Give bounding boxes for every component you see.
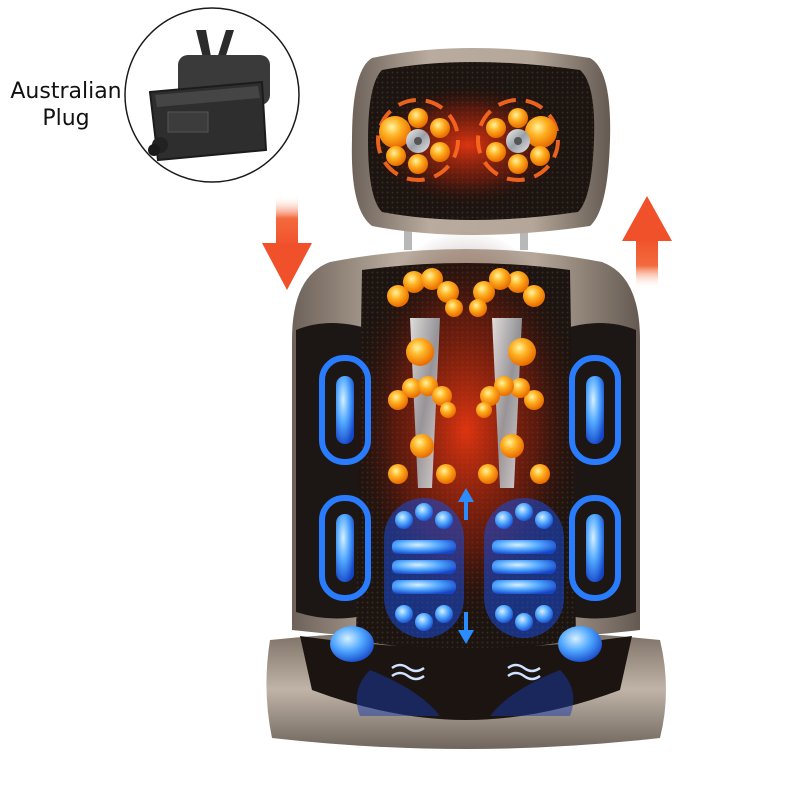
up-arrow-icon (622, 196, 672, 289)
plug-callout (124, 7, 300, 183)
seat-pad-right (558, 626, 602, 662)
down-arrow-icon (262, 195, 312, 290)
vibration-pad-right-lower (569, 495, 621, 601)
roller-up-down-arrow-icon (458, 488, 474, 644)
plug-label-line1: Australian (10, 79, 122, 104)
neck-massage-node-left (376, 98, 460, 182)
shiatsu-head-middle-left (388, 376, 456, 484)
shiatsu-head-upper-right (469, 268, 545, 366)
australian-plug-adapter-icon (148, 30, 270, 162)
vibration-pad-left-upper (319, 355, 371, 465)
lumbar-roller-right (484, 498, 564, 638)
plug-label: Australian Plug (6, 78, 126, 132)
headrest-post-right (520, 222, 528, 250)
neck-massage-node-right (476, 98, 560, 182)
headrest-post-left (404, 222, 412, 250)
lumbar-roller-left (384, 498, 464, 638)
shiatsu-head-upper-left (387, 268, 463, 366)
vibration-pad-right-upper (569, 355, 621, 465)
seat-pad-left (330, 626, 374, 662)
plug-label-line2: Plug (42, 106, 90, 131)
massage-seat-cushion-icon (266, 48, 666, 749)
shiatsu-head-middle-right (476, 376, 550, 484)
vibration-pad-left-lower (319, 495, 371, 601)
